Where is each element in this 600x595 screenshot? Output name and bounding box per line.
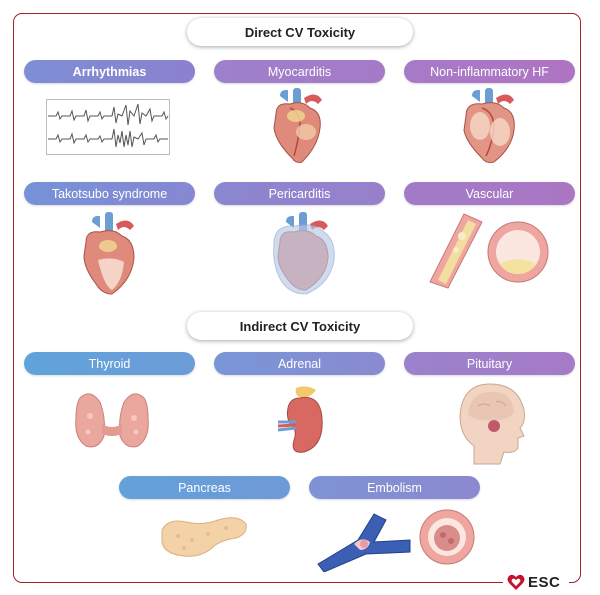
pill-adrenal: Adrenal: [214, 352, 385, 375]
indirect-cv-toxicity-title: Indirect CV Toxicity: [239, 318, 361, 334]
heart-logo-icon: [507, 574, 525, 590]
esc-logo-text: ESC: [528, 573, 561, 591]
heart-icon: [463, 88, 515, 163]
direct-cv-toxicity-header: Direct CV Toxicity: [187, 18, 413, 46]
pill-non-inflammatory-hf-label: Non-inflammatory HF: [430, 64, 549, 79]
ecg-trace-icon: [46, 99, 170, 155]
thyroid-icon: [75, 393, 149, 448]
pill-embolism-label: Embolism: [367, 480, 422, 495]
pill-arrhythmias: Arrhythmias: [24, 60, 195, 83]
artery-plaque-icon: [429, 213, 549, 289]
pill-pericarditis: Pericarditis: [214, 182, 385, 205]
indirect-cv-toxicity-header: Indirect CV Toxicity: [187, 312, 413, 340]
figure-frame: [13, 13, 581, 583]
pill-embolism: Embolism: [309, 476, 480, 499]
pill-non-inflammatory-hf: Non-inflammatory HF: [404, 60, 575, 83]
pill-myocarditis: Myocarditis: [214, 60, 385, 83]
pill-vascular: Vascular: [404, 182, 575, 205]
pill-pancreas: Pancreas: [119, 476, 290, 499]
heart-icon: [83, 212, 135, 295]
pill-takotsubo-label: Takotsubo syndrome: [51, 186, 168, 201]
pill-takotsubo-syndrome: Takotsubo syndrome: [24, 182, 195, 205]
vessel-clot-icon: [419, 509, 475, 565]
pill-arrhythmias-label: Arrhythmias: [72, 64, 147, 79]
pill-adrenal-label: Adrenal: [277, 356, 322, 371]
esc-logo: ESC: [503, 571, 569, 593]
pill-vascular-label: Vascular: [465, 186, 514, 201]
pill-thyroid-label: Thyroid: [88, 356, 131, 371]
pill-myocarditis-label: Myocarditis: [267, 64, 332, 79]
pancreas-icon: [161, 517, 247, 557]
pill-pericarditis-label: Pericarditis: [268, 186, 331, 201]
heart-pericardium-icon: [273, 212, 335, 295]
heart-icon: [273, 88, 322, 163]
kidney-adrenal-icon: [277, 386, 323, 453]
pill-pancreas-label: Pancreas: [178, 480, 231, 495]
head-brain-icon: [459, 383, 525, 465]
pill-pituitary-label: Pituitary: [466, 356, 513, 371]
direct-cv-toxicity-title: Direct CV Toxicity: [244, 24, 356, 40]
pill-thyroid: Thyroid: [24, 352, 195, 375]
pill-pituitary: Pituitary: [404, 352, 575, 375]
vessel-clot-icon: [317, 513, 411, 572]
